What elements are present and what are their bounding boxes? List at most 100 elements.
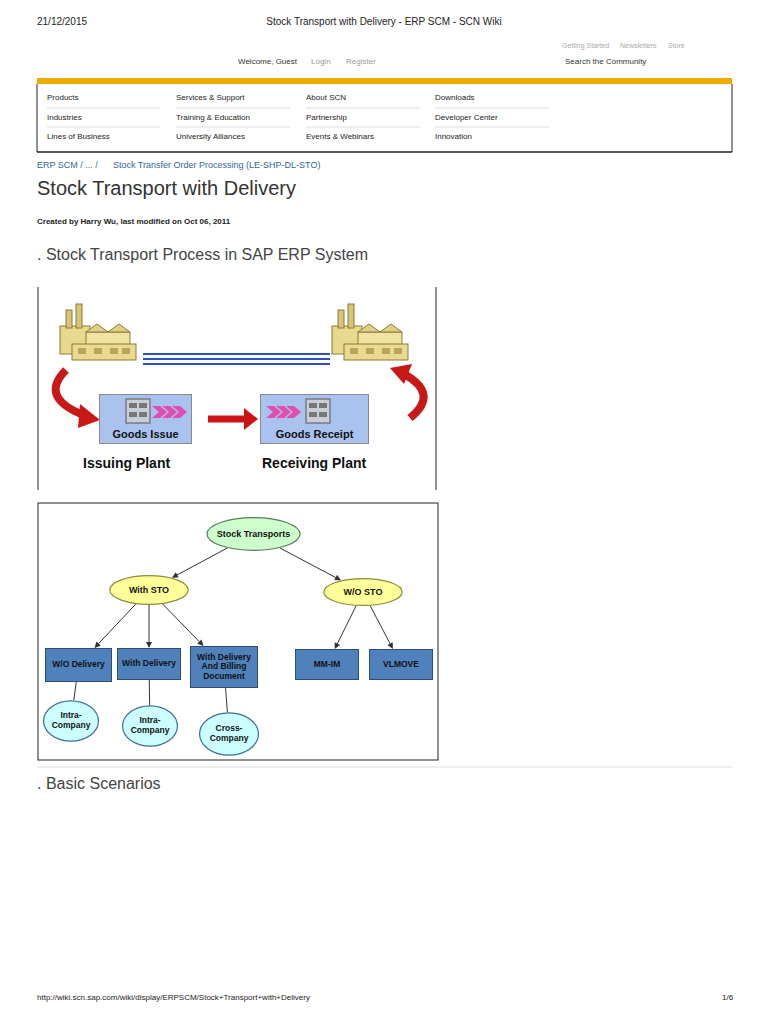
leaf-box: MM-IM [295,649,359,680]
curved-arrow [404,374,424,418]
curved-arrow-head [78,404,100,428]
branch-ellipse-fill [110,576,188,605]
arrow-head [197,640,203,646]
header-link: Register [346,57,376,66]
tree-connector [172,548,227,578]
transport-line [143,354,330,364]
tree-connector [94,604,135,648]
callout-bubble: Intra-Company [43,700,99,742]
connector-line [176,548,227,575]
node-text: MM-IM [314,660,340,670]
tree-connector [146,605,152,648]
callout-bubble-fill [44,701,99,741]
node-text: Cross-Company [207,724,251,743]
nav-separators [47,108,549,127]
tree-connector [370,606,393,649]
header-link: Getting Started [562,42,609,50]
connector-line [226,688,228,712]
callout-tail [149,680,150,705]
nav-border [37,151,732,153]
connector-line [208,416,245,423]
print-date: 21/12/2015 [37,16,87,28]
connector-line [149,680,150,705]
text-label: ERP SCM / ... / [37,160,98,170]
connector-line [98,604,136,644]
nav-border [37,84,38,152]
tree-connector [280,548,341,580]
accent-bar [37,78,732,84]
frame-box [38,503,438,760]
nav-item: Developer Center [435,113,498,122]
connector-line [370,606,390,645]
node-text: Intra-Company [130,716,170,735]
arrow-head [334,575,341,580]
connector-line [74,682,76,700]
callout-bubble-fill [123,706,178,746]
node-text: W/O STO [344,587,383,597]
header-link: Login [311,57,331,66]
leaf-box: With Delivery And Billing Document [190,646,258,688]
text-label: 1/6 [722,993,733,1002]
node-text: VLMOVE [383,660,419,670]
section-rule [37,767,732,768]
leaf-box: VLMOVE [369,649,433,680]
nav-border [732,84,733,152]
leaf-box: W/O Delivery [45,648,112,682]
frame-line [436,287,437,490]
nav-item: Partnership [306,113,347,122]
arrow-head [244,408,258,430]
welcome-text: Welcome, Guest [238,57,297,66]
nav-item: Innovation [435,132,472,141]
search-label: Search the Community [565,57,646,66]
header-link: Newsletters [620,42,657,50]
text-label: Created by Harry Wu, last modified on Oc… [37,217,230,226]
curved-arrow-head [390,364,412,384]
arrow-head [146,642,152,648]
callout-tail [226,688,228,712]
node-text: With Delivery [122,659,176,669]
node-text: With STO [129,585,169,595]
text-label: . Stock Transport Process in SAP ERP Sys… [37,246,368,264]
process-box: Goods Issue [99,394,192,444]
text-label: Receiving Plant [262,455,366,471]
print-title: Stock Transport with Delivery - ERP SCM … [0,16,768,28]
callout-bubble: Cross-Company [199,712,259,756]
nav-item: Products [47,93,79,102]
page-title: Stock Transport with Delivery [37,177,296,200]
node-text: W/O Delivery [52,660,104,670]
arrow-head [387,642,392,649]
branch-ellipse: With STO [109,575,189,605]
nav-item: University Alliances [176,132,245,141]
arrow-head [94,642,100,648]
node-text: Goods Receipt [276,428,354,440]
nav-item: About SCN [306,93,346,102]
nav-item: Industries [47,113,82,122]
header-link: Store [668,42,685,50]
factory-icon [60,304,136,360]
connector-line [337,606,356,645]
connector-line [280,548,336,578]
text-label: . Basic Scenarios [37,775,161,793]
nav-item: Lines of Business [47,132,110,141]
factory-icon [332,304,408,360]
callout-bubble-fill [200,713,259,755]
branch-ellipse-fill [324,579,402,606]
node-text: Stock Transports [217,529,291,539]
connector-line [149,605,150,643]
flow-arrow [208,408,258,430]
process-box: Goods Receipt [260,394,369,444]
nav-item: Events & Webinars [306,132,374,141]
node-text: With Delivery And Billing Document [194,653,254,682]
nav-item: Services & Support [176,93,244,102]
callout-tail [74,682,76,700]
callout-bubble: Intra-Company [122,705,178,747]
root-ellipse: Stock Transports [206,517,301,551]
arrow-head [172,572,179,577]
nav-item: Downloads [435,93,475,102]
root-ellipse-fill [207,518,300,551]
branch-ellipse: W/O STO [323,578,403,606]
arrow-head [335,642,340,649]
